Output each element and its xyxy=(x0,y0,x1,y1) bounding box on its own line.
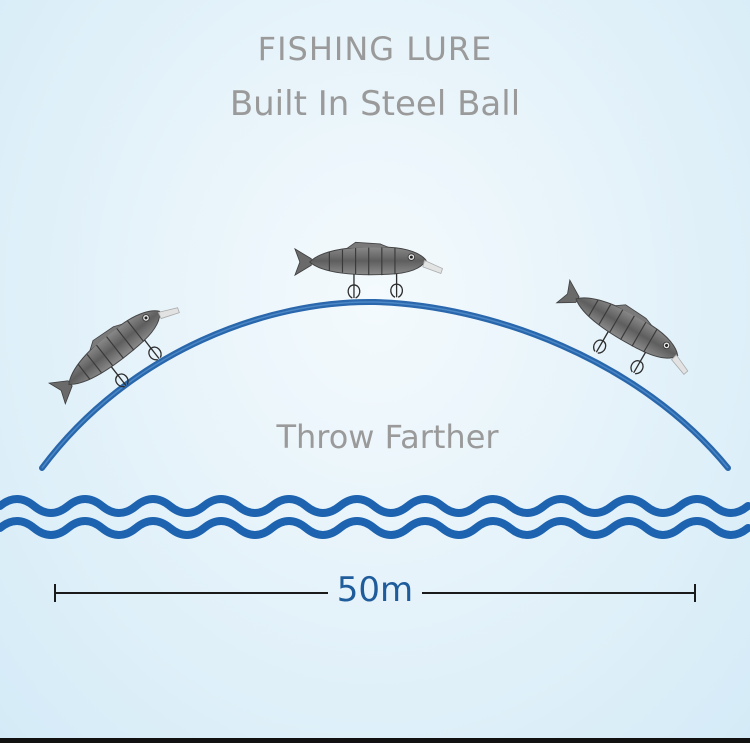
title-line-1: FISHING LURE xyxy=(257,30,493,68)
distance-label: 50m xyxy=(336,570,414,610)
title-line-2: Built In Steel Ball xyxy=(229,84,521,124)
lure-center-icon xyxy=(294,241,444,299)
distance-ruler xyxy=(54,584,696,602)
water-waves xyxy=(0,495,750,539)
bottom-border xyxy=(0,738,750,743)
throw-caption: Throw Farther xyxy=(276,418,499,456)
